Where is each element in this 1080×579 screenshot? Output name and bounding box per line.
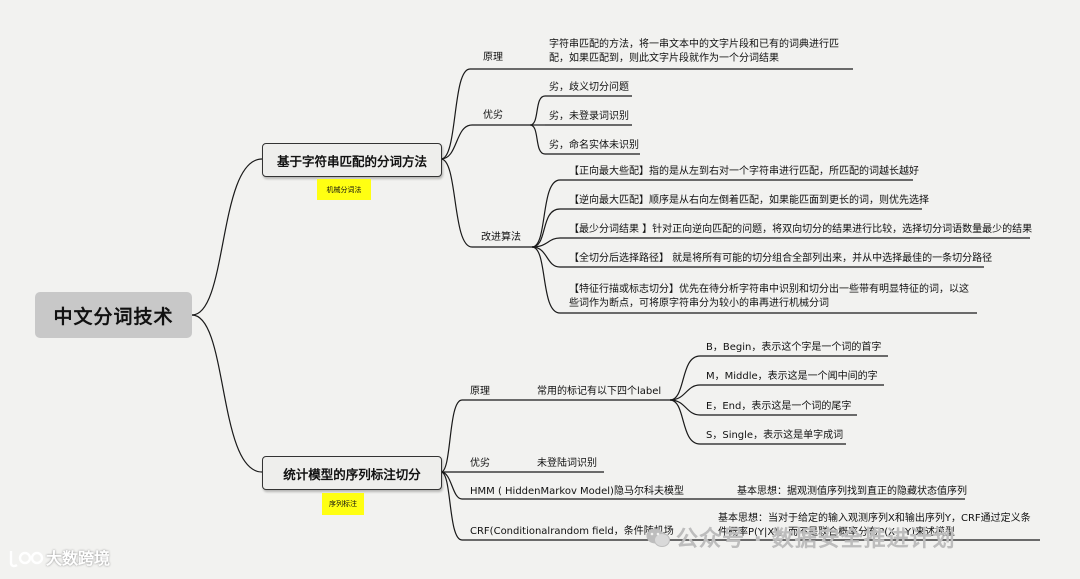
label-middle: M，Middle，表示这是一个闻中间的字 — [706, 371, 878, 382]
pros-cons-label-2: 优劣 — [470, 458, 490, 469]
improvement-forward-max: 【正向最大些配】指的是从左到右对一个字符串进行匹配，所匹配的词越长越好 — [569, 166, 919, 177]
improvement-feature-scan: 【特征行描或标志切分】优先在待分析字符串中识别和切分出一些带有明显特征的词，以这… — [569, 284, 969, 309]
principle-text-2: 常用的标记有以下四个label — [537, 386, 662, 397]
principle-label-2: 原理 — [470, 386, 490, 397]
principle-label: 原理 — [483, 52, 503, 63]
improvement-backward-max: 【逆向最大匹配】顺序是从右向左倒着匹配，如果能匹面到更长的词，则优先选择 — [569, 195, 929, 206]
branch-tag-mechanical: 机械分词法 — [317, 179, 371, 200]
con-item-ambiguity: 劣，歧义切分问题 — [549, 82, 629, 93]
con-item-oov: 劣，未登录词识别 — [549, 111, 629, 122]
label-end: E，End，表示这是一个词的尾字 — [706, 401, 852, 412]
crf-label: CRF(Conditionalrandom field，条件随机场 — [470, 526, 674, 537]
watermark-corner-text: 大数跨境 — [46, 549, 111, 568]
wechat-icon — [646, 527, 670, 549]
branch-tag-sequence: 序列标注 — [322, 493, 364, 515]
branch-string-matching[interactable]: 基于字符串匹配的分词方法 — [262, 143, 442, 177]
root-node[interactable]: 中文分词技术 — [35, 292, 192, 338]
branch-sequence-labeling[interactable]: 统计模型的序列标注切分 — [262, 456, 442, 490]
principle-text: 字符串匹配的方法，将一串文本中的文字片段和已有的词典进行匹配，如果匹配到，则此文… — [549, 39, 839, 64]
improvement-min-segments: 【最少分词结果 】针对正向逆向匹配的问题，将双向切分的结果进行比较，选择切分词语… — [569, 224, 1033, 235]
improvements-label: 改进算法 — [481, 232, 521, 243]
watermark-corner: 大数跨境 — [8, 545, 110, 569]
watermark-account: 公众号 · 数据安全推进计划 — [646, 521, 956, 553]
con-item-ner: 劣，命名实体未识别 — [549, 140, 639, 151]
label-begin: B，Begin，表示这个字是一个词的首字 — [706, 342, 882, 353]
watermark-text: 公众号 · 数据安全推进计划 — [676, 527, 956, 552]
brand-logo-icon — [8, 547, 46, 569]
hmm-idea: 基本思想：据观测值序列找到直正的隐藏状态值序列 — [737, 486, 967, 497]
improvement-full-segmentation: 【全切分后选择路径】 就是将所有可能的切分组合全部列出来，并从中选择最佳的一条切… — [569, 253, 993, 264]
label-single: S，Single，表示这是单字成词 — [706, 430, 844, 441]
pros-cons-text-2: 未登陆词识别 — [537, 458, 597, 469]
hmm-label: HMM ( HiddenMarkov Model)隐马尔科夫模型 — [470, 486, 684, 497]
crf-idea: 基本思想：当对于给定的输入观测序列X和输出序列Y，CRF通过定义条件概率P(Y|… — [718, 513, 1031, 538]
pros-cons-label: 优劣 — [483, 110, 503, 121]
